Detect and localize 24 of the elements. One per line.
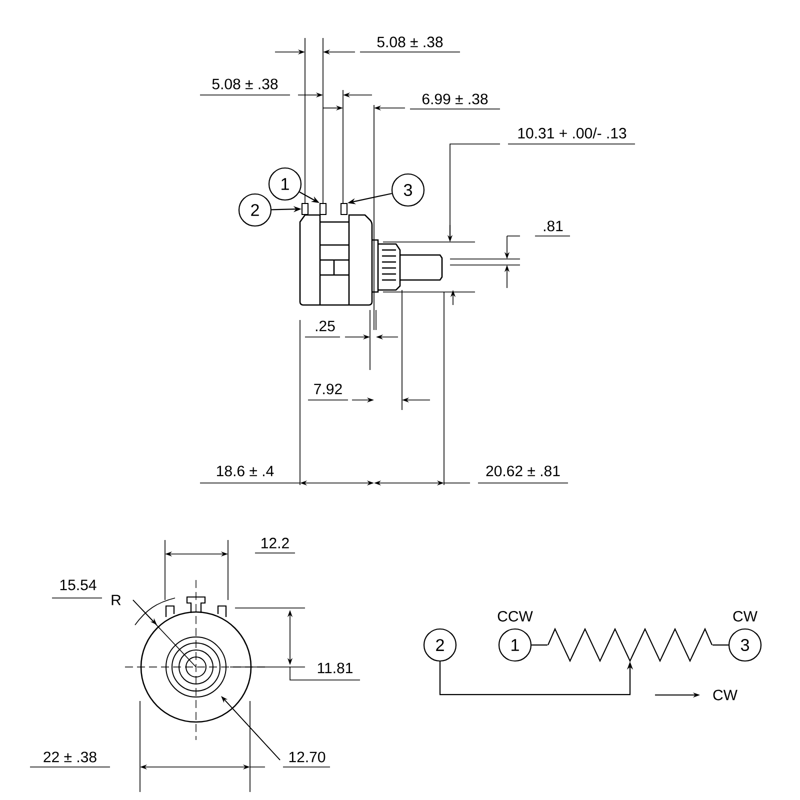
dimension-label: 7.92 — [314, 384, 342, 394]
dimension-label: 20.62 ± .81 — [486, 466, 560, 476]
lead-wire — [532, 644, 548, 646]
dimension-label: .25 — [316, 320, 335, 332]
resistor-zigzag — [548, 628, 713, 662]
dimension-label: 5.08 ± .38 — [377, 36, 443, 48]
dimension-label: 12.2 — [262, 538, 289, 548]
terminal-pin — [340, 203, 348, 215]
terminal-pin — [320, 203, 326, 215]
dimension-label: 5.08 ± .38 — [212, 78, 278, 90]
dimension-label: 11.81 — [318, 662, 352, 674]
terminal-label: CCW — [498, 610, 533, 622]
terminal-pin — [302, 203, 308, 215]
dimension-label: CW — [713, 690, 738, 700]
dimension-label: 12.70 — [289, 752, 326, 762]
lead-wire — [712, 644, 728, 646]
dimension-label: 18.6 ± .4 — [217, 466, 274, 476]
dimension-label: 22 ± .38 — [44, 752, 96, 762]
dimension-label: 10.31 + .00/- .13 — [518, 128, 626, 138]
dimension-label: .81 — [544, 220, 563, 232]
terminal-label: CW — [733, 610, 758, 622]
dimension-label: 15.54 — [60, 580, 96, 590]
dimension-label: 6.99 ± .38 — [422, 94, 488, 104]
dimension-label: R — [112, 594, 121, 606]
